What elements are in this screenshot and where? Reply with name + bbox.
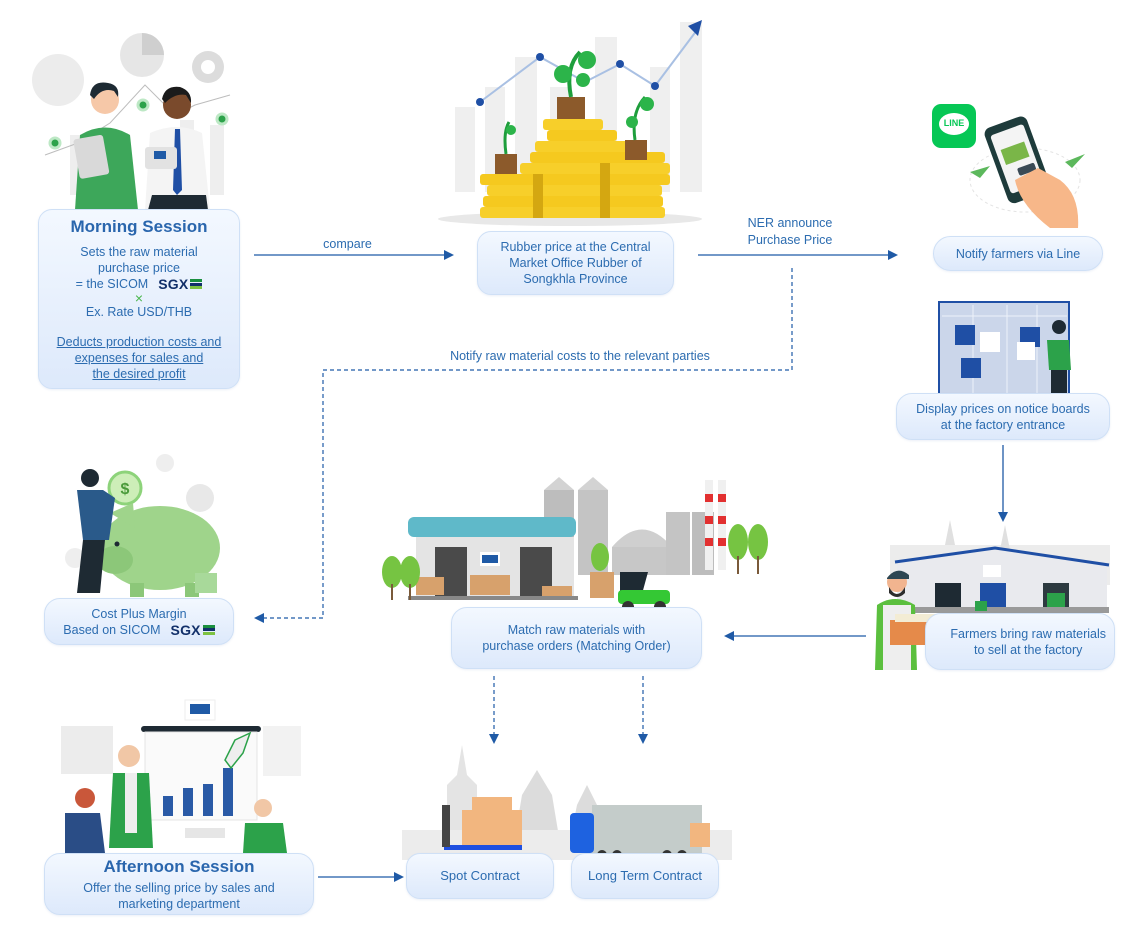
morning-session-line2: purchase price <box>98 261 180 275</box>
morning-meeting-illustration <box>32 33 231 210</box>
afternoon-session-title: Afternoon Session <box>103 857 255 876</box>
farmers-line2: to sell at the factory <box>974 642 1083 657</box>
cost-plus-line1: Cost Plus Margin <box>91 606 187 621</box>
pallet-jack-icon <box>444 845 522 850</box>
farmers-line1: Farmers bring raw materials <box>950 626 1106 641</box>
morning-session-title: Morning Session <box>70 217 208 236</box>
sgx-logo-text: SGX <box>158 276 189 292</box>
matching-line1: Match raw materials with <box>507 623 646 637</box>
sgx-bars-icon <box>202 624 215 635</box>
rocket-icon <box>224 731 252 770</box>
gold-coin-stack <box>480 119 670 218</box>
truck-icon <box>592 805 702 853</box>
spot-contract-box: Spot Contract <box>406 853 554 899</box>
truck-icon <box>1047 593 1065 607</box>
speech-bubble-icon <box>32 54 84 106</box>
plant-pot <box>557 97 585 119</box>
notice-board-line1: Display prices on notice boards <box>916 401 1090 416</box>
ner-announce-line2: Purchase Price <box>747 233 833 247</box>
dollar-coin-icon <box>107 470 143 506</box>
matching-line2: purchase orders (Matching Order) <box>482 639 671 653</box>
sgx-logo-text: SGX <box>170 621 201 638</box>
presenter-figure <box>118 745 140 767</box>
notice-board-line2: at the factory entrance <box>940 417 1066 432</box>
matching-order-box: Match raw materials with purchase orders… <box>451 607 702 669</box>
forklift-icon <box>620 572 648 594</box>
sgx-bars-icon <box>190 279 203 289</box>
notify-costs-dashed-connector <box>254 268 793 623</box>
shipping-illustration <box>402 745 732 860</box>
farmers-box: Farmers bring raw materials to sell at t… <box>925 613 1115 670</box>
rubber-price-line2: Market Office Rubber of <box>509 256 642 270</box>
long-term-contract-box: Long Term Contract <box>571 853 719 899</box>
woman-seated-figure <box>254 799 272 817</box>
factory-farmer-illustration <box>875 520 1110 670</box>
envelope-icon <box>1000 141 1030 166</box>
processing-factory-illustration <box>382 477 768 613</box>
notice-board-illustration <box>938 301 1071 398</box>
ner-announce-label: NER announce Purchase Price <box>730 215 850 249</box>
line-app-icon: LINE <box>932 104 976 148</box>
morning-session-line3: = the SICOM <box>75 277 149 291</box>
long-term-contract-label: Long Term Contract <box>588 868 702 883</box>
piggy-bank-illustration: $ <box>65 454 220 597</box>
deduction-note-line3: the desired profit <box>92 367 186 381</box>
rubber-price-box: Rubber price at the Central Market Offic… <box>477 231 674 295</box>
man-seated-figure <box>75 788 95 808</box>
morning-session-box: Morning Session Sets the raw material pu… <box>38 209 240 389</box>
ner-announce-line1: NER announce <box>747 216 833 230</box>
multiply-icon: × <box>134 290 144 306</box>
morning-session-line4: Ex. Rate USD/THB <box>85 305 193 319</box>
boxes-icon <box>470 575 510 595</box>
send-button-icon <box>1017 162 1037 176</box>
company-logo <box>190 704 210 714</box>
rubber-price-line3: Songkhla Province <box>523 272 628 286</box>
laptop-icon <box>185 828 225 838</box>
morning-session-line1: Sets the raw material <box>80 245 198 259</box>
deduction-note-line1: Deducts production costs and <box>56 335 222 349</box>
forklift-icon <box>975 601 987 611</box>
svg-text:$: $ <box>121 481 130 498</box>
afternoon-session-line2: marketing department <box>118 897 240 911</box>
rising-trend-line <box>479 29 698 103</box>
warehouse-roof <box>408 517 576 537</box>
cost-plus-line2: Based on SICOM <box>63 622 161 637</box>
notify-costs-label: Notify raw material costs to the relevan… <box>450 349 710 363</box>
paper-plane-icon <box>970 166 990 178</box>
afternoon-session-line1: Offer the selling price by sales and <box>83 881 275 895</box>
arrow-up-icon <box>688 20 702 36</box>
deduction-note-line2: expenses for sales and <box>74 351 204 365</box>
phone-message-illustration <box>969 116 1085 228</box>
notify-line-text: Notify farmers via Line <box>955 246 1081 261</box>
compare-label: compare <box>323 237 372 251</box>
afternoon-session-box: Afternoon Session Offer the selling pric… <box>44 853 314 915</box>
sgx-logo: SGX <box>171 622 215 638</box>
line-app-label: LINE <box>943 118 965 128</box>
notify-line-box: Notify farmers via Line <box>933 236 1103 271</box>
spot-contract-label: Spot Contract <box>440 868 520 883</box>
calendar-icon <box>61 726 113 774</box>
coins-growth-illustration <box>438 20 702 226</box>
notice-board-box: Display prices on notice boards at the f… <box>896 393 1110 440</box>
piggy-bank-icon <box>100 506 220 590</box>
boxes-icon <box>462 810 522 850</box>
man-figure <box>81 469 99 487</box>
worker-figure <box>1052 320 1066 334</box>
rubber-price-line1: Rubber price at the Central <box>500 240 651 254</box>
sgx-logo: SGX <box>158 276 203 292</box>
afternoon-meeting-illustration <box>61 699 301 853</box>
cost-plus-margin-box: Cost Plus Margin Based on SICOM SGX <box>44 598 234 645</box>
